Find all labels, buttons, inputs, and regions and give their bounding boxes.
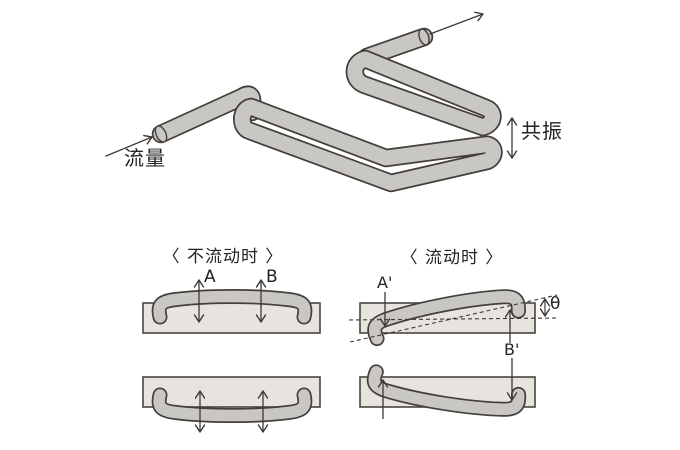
flow-in-arrow-icon — [105, 134, 153, 157]
tilted-axis-dashed-line — [349, 294, 558, 343]
twist-angle-reference-lines — [348, 294, 560, 343]
flow-out-arrow-icon — [429, 11, 484, 35]
tube-end-view-upper-right-twisted — [367, 289, 526, 347]
theta-label: θ — [550, 294, 561, 314]
resonance-label: 共振 — [521, 119, 563, 143]
flow-tube-assembly — [105, 11, 518, 193]
outlet-tube — [357, 27, 434, 67]
tube-end-view-lower-right-twisted — [366, 364, 527, 417]
point-b-prime-label: B' — [504, 340, 520, 359]
mount-plate-upper-left — [142, 302, 321, 334]
upper-tube-loop — [345, 49, 502, 137]
inlet-cap — [154, 125, 168, 143]
flow-section — [348, 289, 560, 419]
flow-title: 〈 流动时 〉 — [400, 248, 504, 268]
lower-tube-loop — [233, 97, 503, 193]
point-a-label: A — [204, 267, 216, 287]
flow-label: 流量 — [124, 146, 166, 170]
no-flow-section — [142, 279, 321, 433]
tube-end-view-lower-left — [151, 387, 313, 423]
no-flow-title: 〈 不流动时 〉 — [162, 247, 284, 267]
point-b-label: B — [266, 267, 278, 287]
tube-end-view-upper-left — [151, 289, 313, 325]
outlet-cap — [418, 28, 430, 46]
point-a-prime-label: A' — [377, 273, 393, 292]
horizontal-dashed-line — [348, 317, 560, 321]
mount-plate-lower-left — [142, 376, 321, 408]
